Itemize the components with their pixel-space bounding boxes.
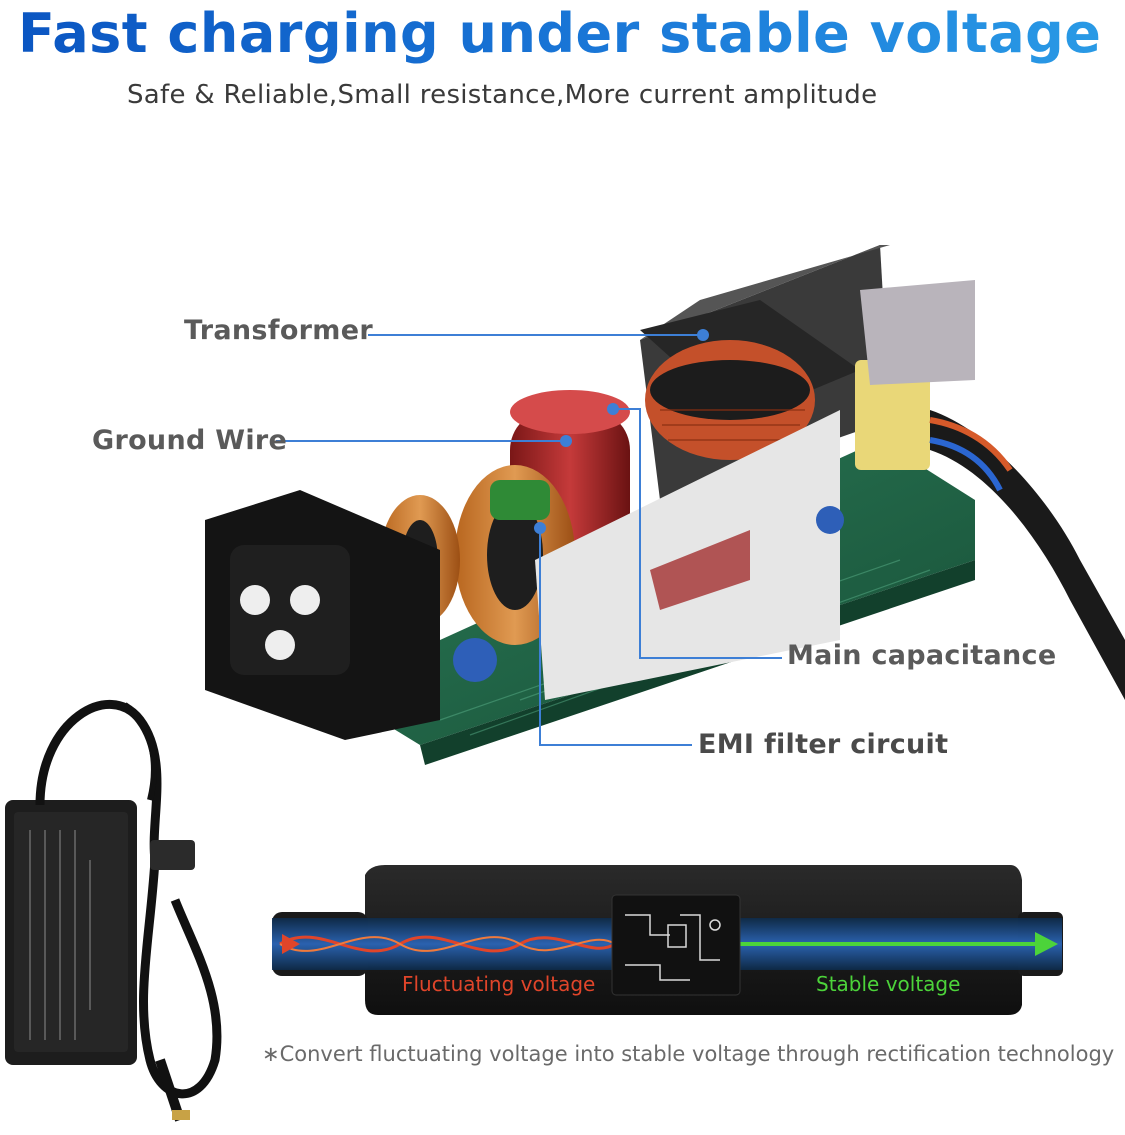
ground-wire-marker — [560, 435, 572, 447]
blue-capacitor — [816, 506, 844, 534]
stable-voltage-label: Stable voltage — [816, 972, 961, 996]
ac-adapter — [5, 699, 222, 1122]
callout-ground-wire: Ground Wire — [92, 425, 288, 456]
transformer-marker — [697, 329, 709, 341]
leader-lines — [276, 334, 782, 746]
callout-emi-filter: EMI filter circuit — [698, 729, 949, 760]
page-title: Fast charging under stable voltage — [18, 2, 1118, 65]
callout-transformer: Transformer — [184, 315, 373, 346]
main-capacitance-marker — [607, 403, 619, 415]
yellow-capacitor — [855, 360, 930, 470]
footnote: ∗Convert fluctuating voltage into stable… — [262, 1042, 1115, 1066]
blue-capacitor — [453, 638, 497, 682]
emi-filter-marker — [534, 522, 546, 534]
metal-bracket — [860, 280, 975, 385]
voltage-strip — [272, 865, 1063, 1015]
page-subtitle: Safe & Reliable,Small resistance,More cu… — [127, 80, 878, 110]
fluctuating-voltage-label: Fluctuating voltage — [402, 972, 596, 996]
output-cable — [930, 410, 1125, 700]
callout-main-capacitance: Main capacitance — [787, 640, 1057, 671]
ac-socket — [205, 490, 440, 740]
